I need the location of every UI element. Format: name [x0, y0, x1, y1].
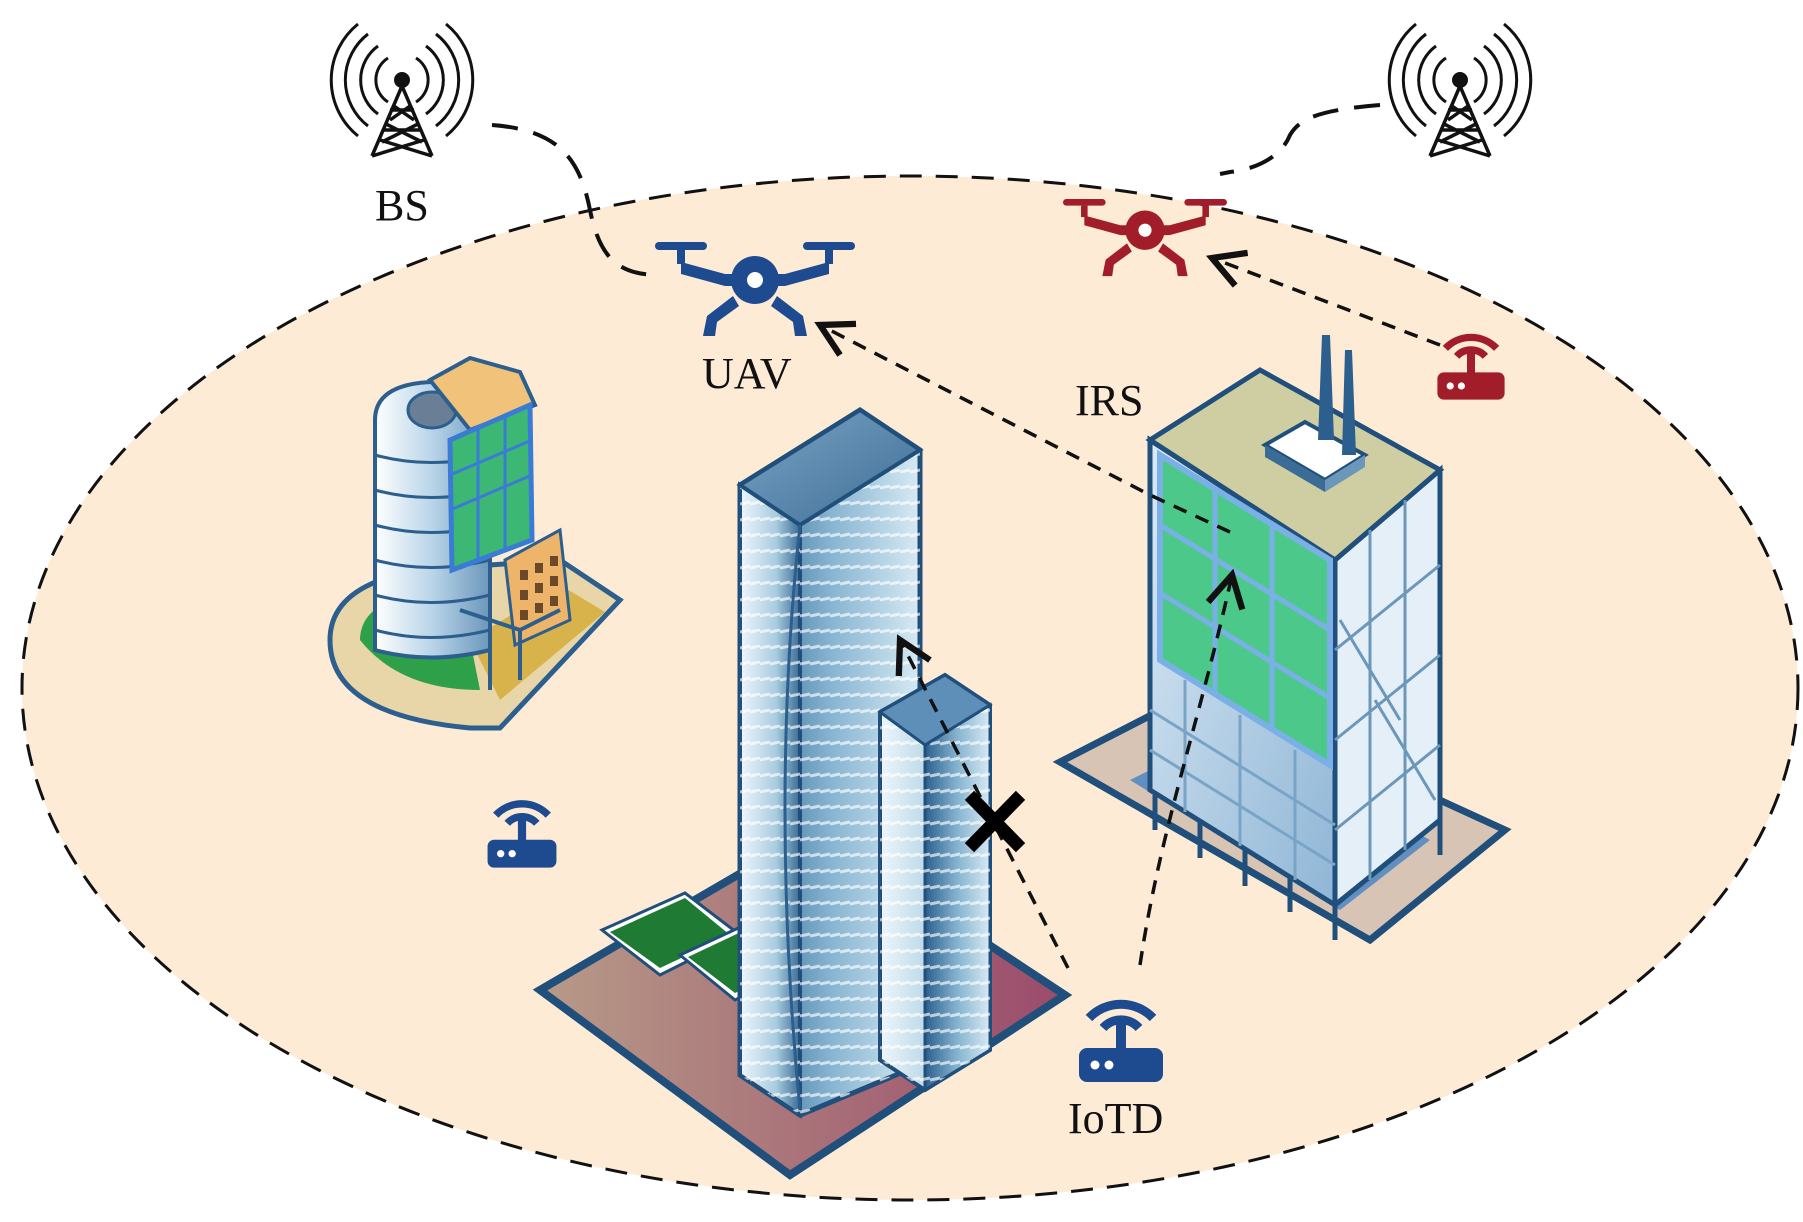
bs-label: BS — [375, 181, 429, 230]
irs-uav-reflected-link — [814, 320, 1231, 534]
irs-building — [1052, 335, 1512, 945]
bs-uav-backhaul-link — [491, 123, 661, 277]
cell-tower-icon — [1387, 22, 1533, 158]
x-mark-icon — [964, 790, 1026, 853]
jammer-eavesdropper-link — [1205, 249, 1441, 347]
irs-label: IRS — [1075, 376, 1143, 425]
uav-label: UAV — [702, 349, 792, 398]
iotd-label: IoTD — [1068, 1094, 1163, 1143]
cell-tower-icon — [329, 22, 475, 158]
skyscraper-obstacle — [532, 407, 1073, 1180]
iotd-uav-link — [895, 634, 1070, 969]
bs-eavesdropper-link — [1219, 103, 1381, 176]
iotd-irs-link — [1138, 568, 1246, 966]
office-building-left — [327, 355, 624, 731]
